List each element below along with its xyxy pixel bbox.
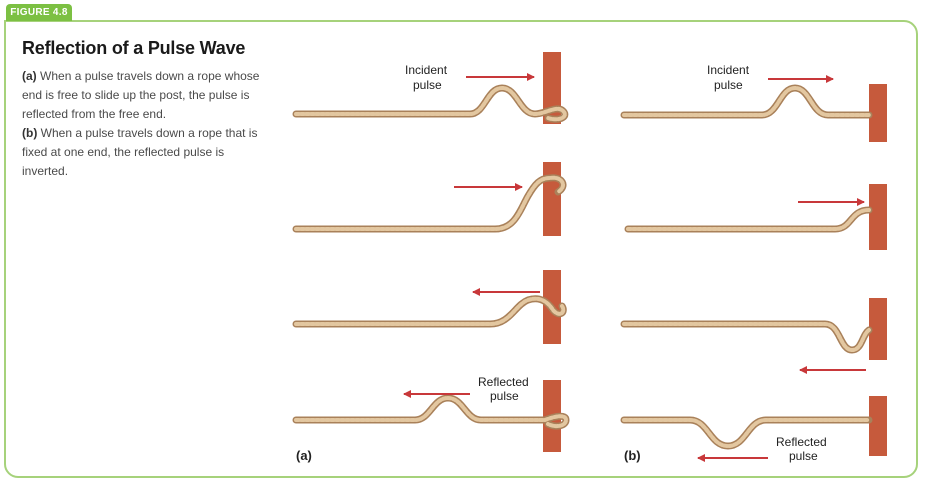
rope-a3	[296, 299, 563, 324]
incident-label-b-1: Incident	[707, 63, 750, 77]
panel-label-a: (a)	[296, 448, 312, 463]
panel-label-b: (b)	[624, 448, 641, 463]
reflected-label-b-2: pulse	[789, 449, 818, 463]
reflected-label-a-2: pulse	[490, 389, 519, 403]
reflected-label-b-1: Reflected	[776, 435, 827, 449]
incident-label-a-2: pulse	[413, 78, 442, 92]
incident-label-b-2: pulse	[714, 78, 743, 92]
rope-a1	[296, 88, 565, 119]
reflected-label-a-1: Reflected	[478, 375, 529, 389]
rope-b4	[624, 420, 869, 446]
incident-label-a-1: Incident	[405, 63, 448, 77]
post-a2	[543, 162, 561, 236]
rope-a2	[296, 178, 563, 229]
post-b4	[869, 396, 887, 456]
rope-b2	[628, 210, 869, 229]
post-b2	[869, 184, 887, 250]
rope-b1	[624, 88, 869, 115]
rope-b3	[624, 324, 869, 350]
rope-a4	[296, 398, 566, 426]
